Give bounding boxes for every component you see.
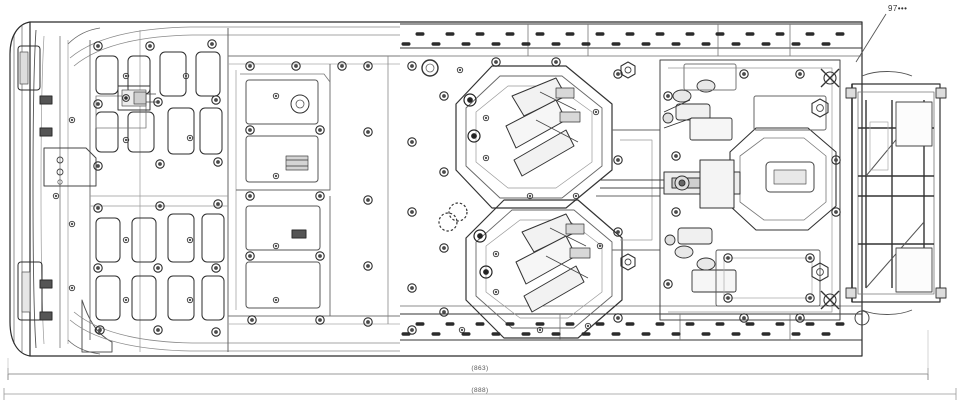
top-slot-holes: [401, 32, 845, 46]
front-nose-assembly: [17, 27, 113, 355]
machinery-block: [600, 59, 841, 321]
hex-fittings: [620, 61, 829, 282]
top-slot-band: [400, 23, 862, 57]
bottom-slot-holes: [401, 322, 845, 336]
ring-connector-plate: [596, 129, 661, 251]
deck-spine-lines: [69, 26, 400, 352]
rear-mount-brackets: [820, 68, 870, 326]
dimension-lines: [3, 330, 957, 400]
turret-ring-upper: [421, 59, 613, 222]
dimension-label-lower: (888): [471, 387, 489, 394]
center-deck-plating: [228, 55, 400, 325]
callout-leader-line: [855, 13, 887, 63]
left-deck-plating: [43, 28, 229, 352]
latch-hardware-left: [117, 85, 156, 111]
rear-rack-frame: [845, 71, 947, 315]
callout-label-top-right: 97•••: [888, 4, 908, 13]
turret-ring-lower: [438, 199, 623, 339]
dimension-label-upper: (863): [471, 365, 489, 372]
